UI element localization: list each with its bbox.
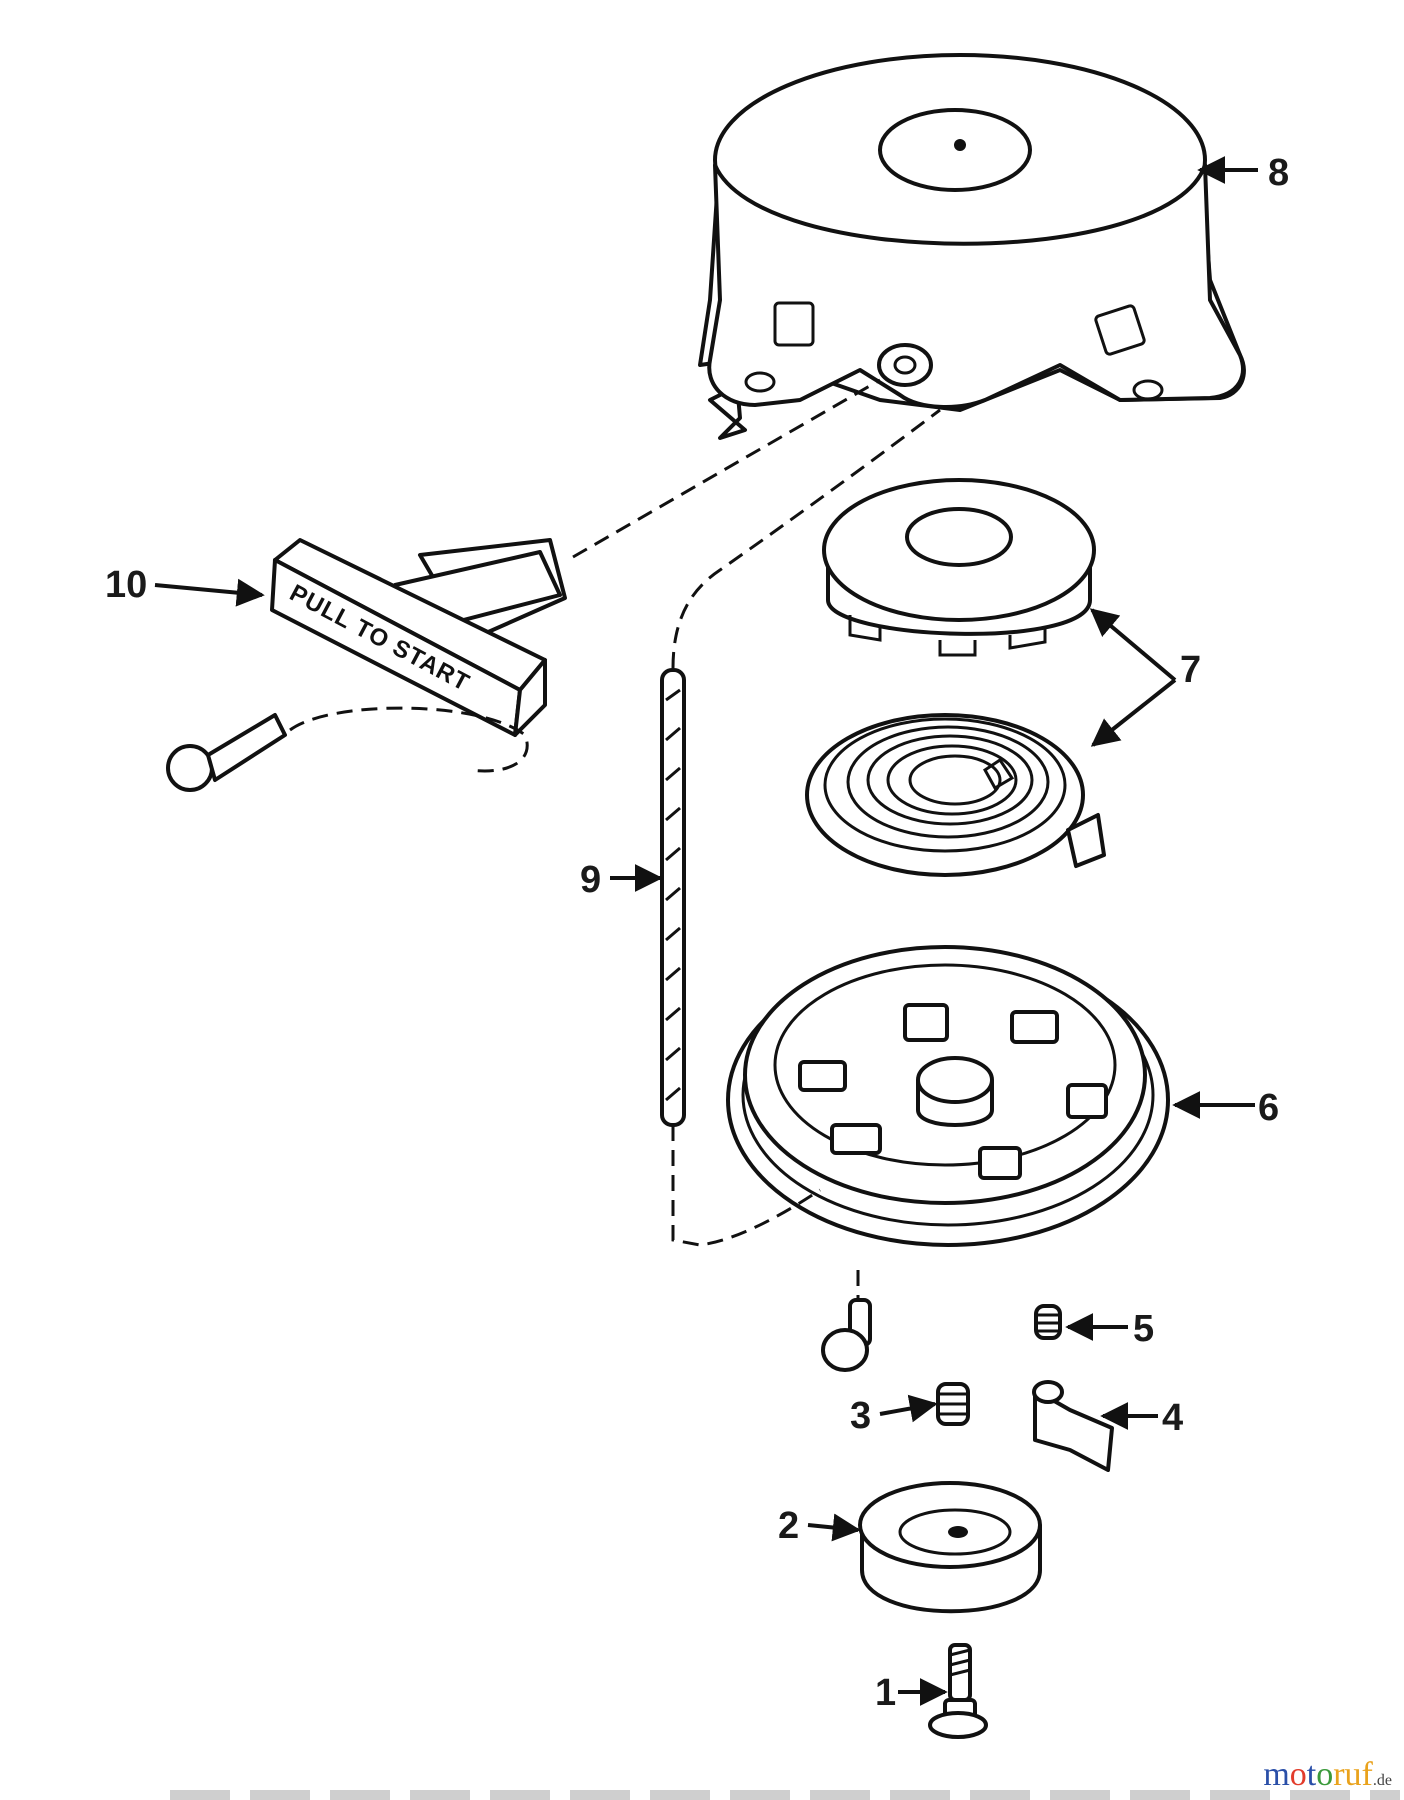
callout-8: 8 [1268, 152, 1289, 194]
part-3-spring [936, 1382, 970, 1426]
watermark-logo: motoruf.de [1263, 1756, 1392, 1794]
callout-3: 3 [850, 1395, 871, 1437]
callout-2: 2 [778, 1505, 799, 1547]
part-7-spring-cover [822, 478, 1096, 657]
part-rope-retainer [821, 1298, 872, 1372]
callout-5: 5 [1133, 1308, 1154, 1350]
watermark-part: o [1316, 1756, 1334, 1793]
callouts: 8 7 10 9 6 5 4 3 2 1 [105, 152, 1289, 1714]
callout-6: 6 [1258, 1087, 1279, 1129]
callout-4: 4 [1162, 1397, 1183, 1439]
callout-10: 10 [105, 564, 147, 606]
part-5-spring [1034, 1304, 1062, 1340]
watermark-part: m [1263, 1756, 1290, 1793]
cropped-footer-strip [170, 1790, 1400, 1800]
part-6-pulley [726, 945, 1170, 1247]
watermark-part: t [1306, 1756, 1317, 1793]
watermark-part: ruf [1333, 1756, 1373, 1793]
part-9-starter-rope [660, 668, 686, 1127]
part-10-handle: PULL TO START [166, 538, 567, 792]
watermark-part: .de [1372, 1772, 1392, 1789]
part-2-cam [858, 1481, 1042, 1614]
callout-7: 7 [1180, 649, 1201, 691]
part-7-recoil-spring [805, 713, 1106, 877]
assembly-lines [289, 378, 941, 1300]
part-8-starter-housing [698, 53, 1246, 440]
part-4-pawl [1032, 1380, 1114, 1472]
part-1-screw [928, 1643, 988, 1739]
callout-1: 1 [875, 1672, 896, 1714]
watermark-part: o [1289, 1756, 1307, 1793]
callout-9: 9 [580, 859, 601, 901]
